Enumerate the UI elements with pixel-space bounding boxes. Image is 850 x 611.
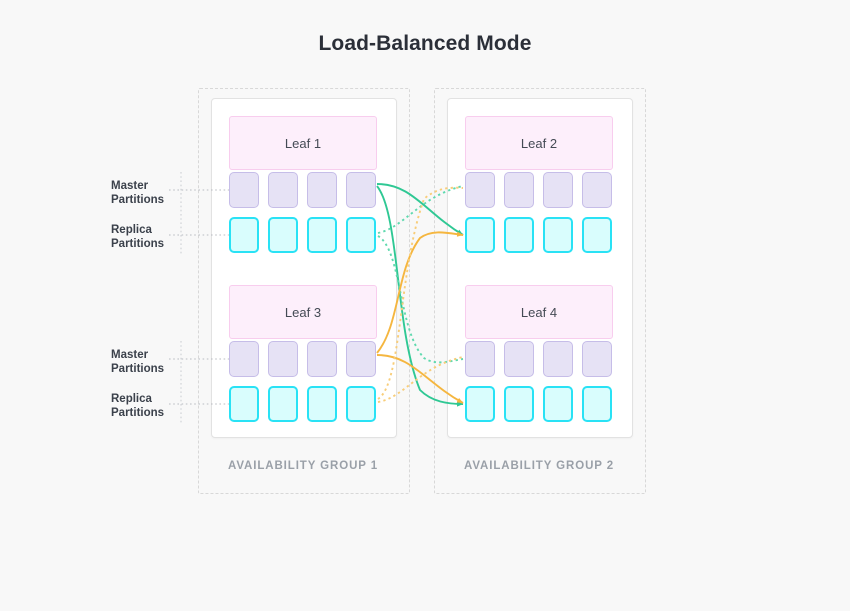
leaf-4-master-partition-2[interactable]: [504, 341, 534, 377]
leaf-4-master-partition-4[interactable]: [582, 341, 612, 377]
leaf-3-replica-partition-2[interactable]: [268, 386, 298, 422]
leaf-4-replica-partition-4[interactable]: [582, 386, 612, 422]
page-title: Load-Balanced Mode: [318, 32, 532, 55]
leaf-1-box[interactable]: Leaf 1: [229, 116, 377, 170]
leaf-4-master-partition-1[interactable]: [465, 341, 495, 377]
leaf-2-master-partition-2[interactable]: [504, 172, 534, 208]
leaf-1-master-partition-4[interactable]: [346, 172, 376, 208]
leaf-3-label: Leaf 3: [284, 304, 322, 320]
label-master-partitions-top: Master Partitions: [111, 180, 165, 206]
leaf-3-replica-partition-3[interactable]: [307, 386, 337, 422]
leaf-4-box[interactable]: Leaf 4: [465, 285, 613, 339]
availability-group-1-caption: AVAILABILITY GROUP 1: [227, 460, 379, 472]
leaf-2-box[interactable]: Leaf 2: [465, 116, 613, 170]
leaf-2-replica-partition-1[interactable]: [465, 217, 495, 253]
leaf-2-label: Leaf 2: [520, 135, 558, 151]
leaf-1-master-partition-1[interactable]: [229, 172, 259, 208]
leaf-1-replica-partition-2[interactable]: [268, 217, 298, 253]
leaf-1-replica-partition-4[interactable]: [346, 217, 376, 253]
leaf-4-master-partition-3[interactable]: [543, 341, 573, 377]
leaf-3-master-partition-2[interactable]: [268, 341, 298, 377]
leaf-2-replica-partition-2[interactable]: [504, 217, 534, 253]
leaf-3-replica-partition-1[interactable]: [229, 386, 259, 422]
leaf-2-master-partition-1[interactable]: [465, 172, 495, 208]
leaf-1-master-partition-2[interactable]: [268, 172, 298, 208]
leaf-1-master-partition-3[interactable]: [307, 172, 337, 208]
leaf-3-master-partition-3[interactable]: [307, 341, 337, 377]
leaf-3-master-partition-4[interactable]: [346, 341, 376, 377]
leaf-4-replica-partition-1[interactable]: [465, 386, 495, 422]
label-master-partitions-bottom: Master Partitions: [111, 349, 165, 375]
leaf-1-replica-partition-3[interactable]: [307, 217, 337, 253]
leaf-3-master-partition-1[interactable]: [229, 341, 259, 377]
leaf-3-box[interactable]: Leaf 3: [229, 285, 377, 339]
leaf-4-label: Leaf 4: [520, 304, 558, 320]
label-replica-partitions-bottom: Replica Partitions: [111, 393, 165, 419]
leaf-2-replica-partition-3[interactable]: [543, 217, 573, 253]
leaf-4-replica-partition-2[interactable]: [504, 386, 534, 422]
leaf-3-replica-partition-4[interactable]: [346, 386, 376, 422]
availability-group-2-caption: AVAILABILITY GROUP 2: [463, 460, 615, 472]
leaf-2-replica-partition-4[interactable]: [582, 217, 612, 253]
leaf-2-master-partition-3[interactable]: [543, 172, 573, 208]
label-replica-partitions-top: Replica Partitions: [111, 224, 165, 250]
leaf-1-label: Leaf 1: [284, 135, 322, 151]
leaf-1-replica-partition-1[interactable]: [229, 217, 259, 253]
leaf-2-master-partition-4[interactable]: [582, 172, 612, 208]
leaf-4-replica-partition-3[interactable]: [543, 386, 573, 422]
